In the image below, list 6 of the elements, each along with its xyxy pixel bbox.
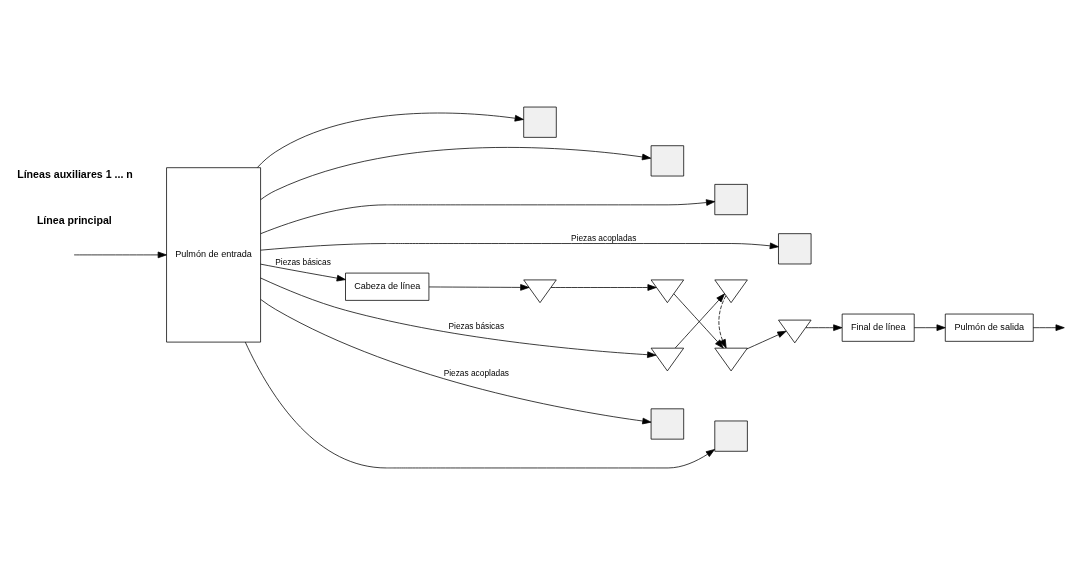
edge-label: Piezas básicas: [275, 256, 331, 267]
label: Línea principal: [36, 213, 112, 226]
edge-label: Piezas básicas: [448, 320, 505, 331]
edge-label: Piezas acopladas: [443, 367, 509, 378]
edge-label: Piezas acopladas: [571, 232, 637, 243]
label: Líneas auxiliares 1 ... n: [17, 167, 133, 180]
